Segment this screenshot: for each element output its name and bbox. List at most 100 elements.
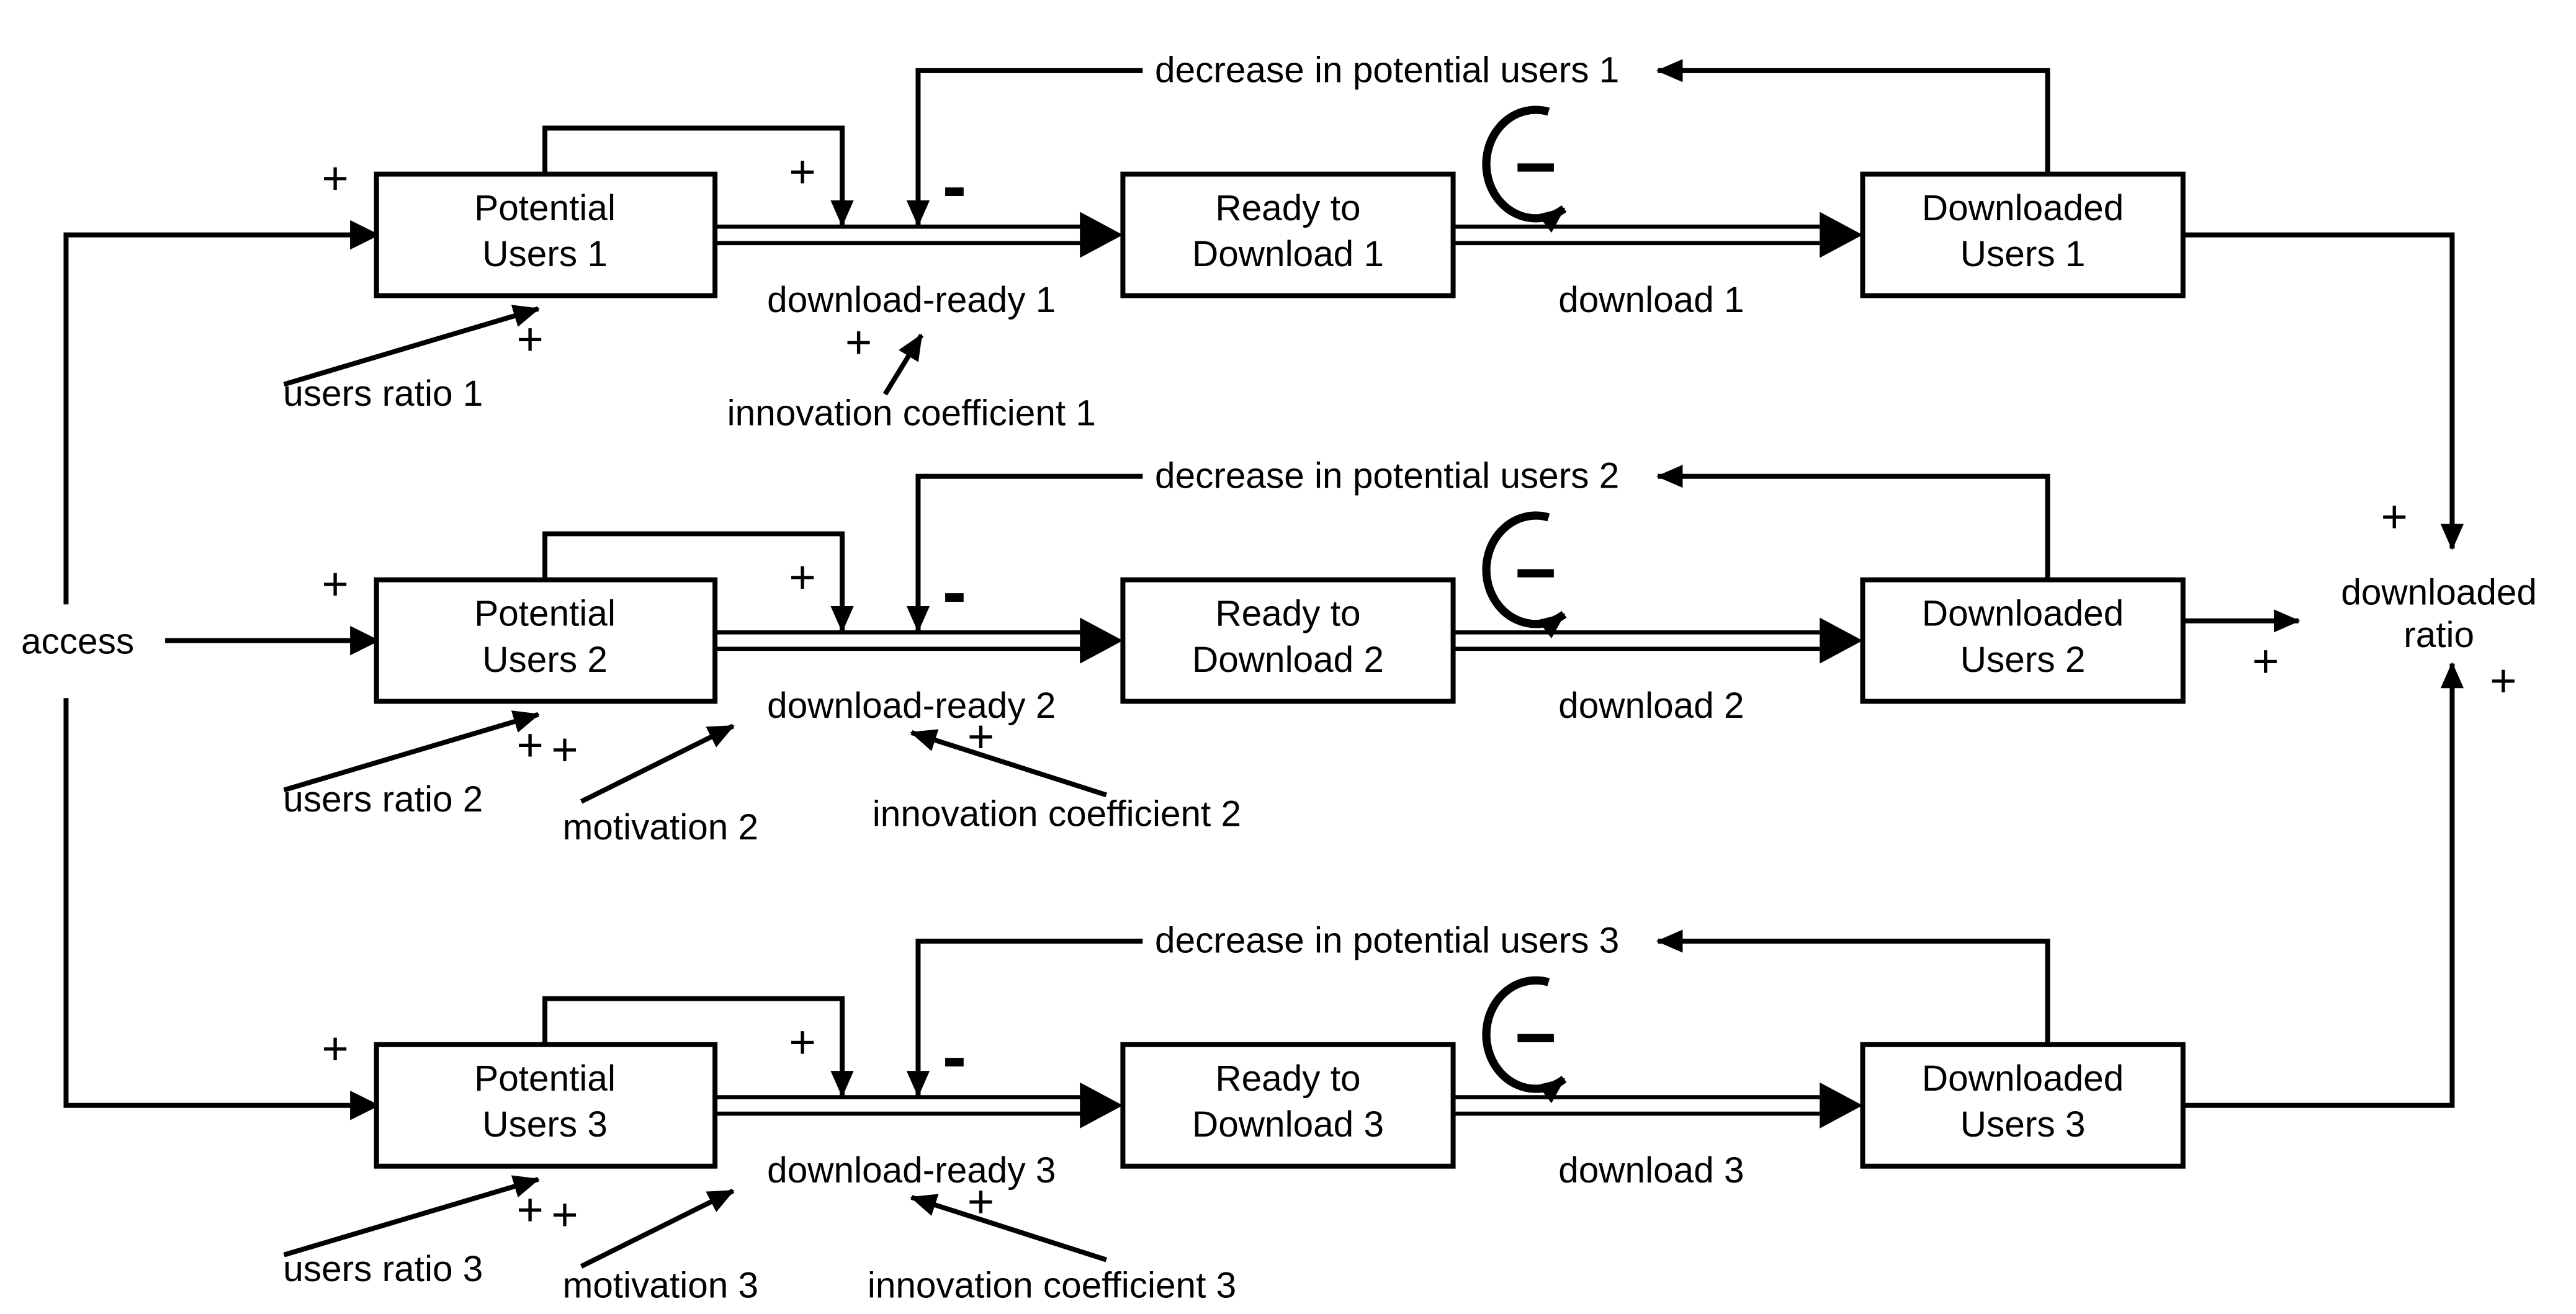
flow-arrowhead xyxy=(1820,617,1863,664)
stock-label: Ready to xyxy=(1215,1058,1360,1099)
plus-sign: + xyxy=(789,1016,816,1068)
flow-label-download-2: download 2 xyxy=(1558,686,1744,726)
flow-label-download-1: download 1 xyxy=(1558,280,1744,320)
stock-label: Users 2 xyxy=(1960,640,2086,680)
decrease-to-flow-arrow-3 xyxy=(906,939,1143,1097)
downloaded-users-3-to-decrease-arrow xyxy=(1656,929,2050,1045)
plus-sign: + xyxy=(2252,635,2279,687)
stock-label: Potential xyxy=(474,1058,616,1099)
stock-label: Users 1 xyxy=(482,234,608,274)
plus-sign: + xyxy=(2490,655,2517,707)
stock-potential-users-2 xyxy=(374,577,718,704)
row-3: + + - decrease in potential users 3 Pote… xyxy=(283,921,2186,1306)
flow-arrowhead xyxy=(1080,617,1123,664)
stock-label: Downloaded xyxy=(1922,1058,2124,1099)
stock-label: Users 3 xyxy=(1960,1104,2086,1145)
loop-arrow-icon xyxy=(1482,105,1567,233)
motivation-3-arrow xyxy=(580,1188,735,1269)
stock-label: Potential xyxy=(474,188,616,228)
stock-label: Download 1 xyxy=(1192,234,1384,274)
plus-sign: + xyxy=(551,724,578,775)
users-ratio-2-label: users ratio 2 xyxy=(283,779,483,820)
flow-pipe-download-ready-1 xyxy=(715,225,1084,246)
row-1: + + - decrease in potential users 1 Pote… xyxy=(283,50,2186,434)
motivation-3-label: motivation 3 xyxy=(563,1266,759,1306)
flow-pipe-download-ready-3 xyxy=(715,1095,1084,1116)
stock-downloaded-users-3 xyxy=(1860,1042,2186,1169)
plus-sign: + xyxy=(516,1184,544,1235)
flow-pipe-download-1 xyxy=(1453,225,1820,246)
stock-label: Downloaded xyxy=(1922,594,2124,634)
stock-label: Users 2 xyxy=(482,640,608,680)
arrow-into-potential-users-3 xyxy=(350,1090,380,1120)
downloaded-ratio-label-line2: ratio xyxy=(2403,615,2474,655)
stock-ready-to-download-3 xyxy=(1120,1042,1456,1169)
decrease-label-1: decrease in potential users 1 xyxy=(1155,50,1619,91)
plus-sign: + xyxy=(845,316,872,368)
decrease-to-flow-arrow-2 xyxy=(906,473,1143,633)
flow-label-download-3: download 3 xyxy=(1558,1150,1744,1191)
innovation-coefficient-2-arrow xyxy=(910,729,1108,798)
flow-arrowhead xyxy=(1080,1082,1123,1129)
plus-sign: + xyxy=(789,552,816,603)
flow-label-download-ready-3: download-ready 3 xyxy=(767,1150,1056,1191)
decrease-to-flow-arrow-1 xyxy=(906,68,1143,227)
flow-pipe-download-3 xyxy=(1453,1095,1820,1116)
flow-label-download-ready-2: download-ready 2 xyxy=(767,686,1056,726)
plus-sign: + xyxy=(516,719,544,771)
balancing-loop-icon-3 xyxy=(1482,976,1567,1104)
potential-users-3-feedback-arrow xyxy=(542,996,854,1097)
flow-arrowhead xyxy=(1080,212,1123,258)
flow-pipe-download-ready-2 xyxy=(715,630,1084,651)
stock-potential-users-1 xyxy=(374,171,718,298)
flow-arrowhead xyxy=(1820,1082,1863,1129)
stock-ready-to-download-2 xyxy=(1120,577,1456,704)
stock-label: Download 2 xyxy=(1192,640,1384,680)
stock-ready-to-download-1 xyxy=(1120,171,1456,298)
innovation-coefficient-1-arrow xyxy=(882,333,924,396)
access-branch-line-bottom xyxy=(63,698,357,1108)
stock-label: Users 3 xyxy=(482,1104,608,1145)
decrease-label-2: decrease in potential users 2 xyxy=(1155,455,1619,496)
stock-label: Download 3 xyxy=(1192,1104,1384,1145)
plus-sign: + xyxy=(967,1176,995,1227)
motivation-2-arrow xyxy=(580,723,735,804)
plus-sign: + xyxy=(2381,491,2408,542)
downloaded-users-1-to-decrease-arrow xyxy=(1656,59,2050,174)
plus-sign: + xyxy=(321,558,349,610)
access-branch-line-top xyxy=(63,232,357,605)
plus-sign: + xyxy=(516,313,544,365)
stock-label: Potential xyxy=(474,594,616,634)
plus-sign: + xyxy=(967,711,995,762)
users-ratio-2-arrow xyxy=(283,710,541,793)
users-ratio-1-label: users ratio 1 xyxy=(283,373,483,414)
downloaded-ratio-label-line1: downloaded xyxy=(2341,572,2537,612)
balancing-loop-icon-1 xyxy=(1482,105,1567,233)
stock-label: Users 1 xyxy=(1960,234,2086,274)
potential-users-1-feedback-arrow xyxy=(542,125,854,227)
plus-sign: + xyxy=(551,1189,578,1240)
innovation-coefficient-2-label: innovation coefficient 2 xyxy=(873,794,1241,834)
users-ratio-3-label: users ratio 3 xyxy=(283,1249,483,1289)
users-ratio-3-arrow xyxy=(283,1175,541,1258)
loop-arrow-icon xyxy=(1482,511,1567,638)
access-branch: access xyxy=(21,232,357,1108)
innovation-coefficient-3-arrow xyxy=(910,1194,1108,1263)
plus-sign: + xyxy=(321,1023,349,1075)
flow-label-download-ready-1: download-ready 1 xyxy=(767,280,1056,320)
stock-label: Ready to xyxy=(1215,594,1360,634)
motivation-2-label: motivation 2 xyxy=(563,807,759,847)
stock-potential-users-3 xyxy=(374,1042,718,1169)
loop-arrow-icon xyxy=(1482,976,1567,1104)
access-label: access xyxy=(21,622,134,662)
downloaded-users-2-to-decrease-arrow xyxy=(1656,465,2050,580)
plus-sign: + xyxy=(321,153,349,204)
downloaded-users-3-to-ratio-arrow xyxy=(2183,661,2464,1108)
downloaded-ratio-group: downloaded ratio + + + xyxy=(2183,232,2537,1108)
stock-label: Ready to xyxy=(1215,188,1360,228)
potential-users-2-feedback-arrow xyxy=(542,531,854,633)
decrease-label-3: decrease in potential users 3 xyxy=(1155,921,1619,961)
minus-sign: - xyxy=(943,1015,967,1096)
downloaded-users-1-to-ratio-arrow xyxy=(2183,232,2464,550)
